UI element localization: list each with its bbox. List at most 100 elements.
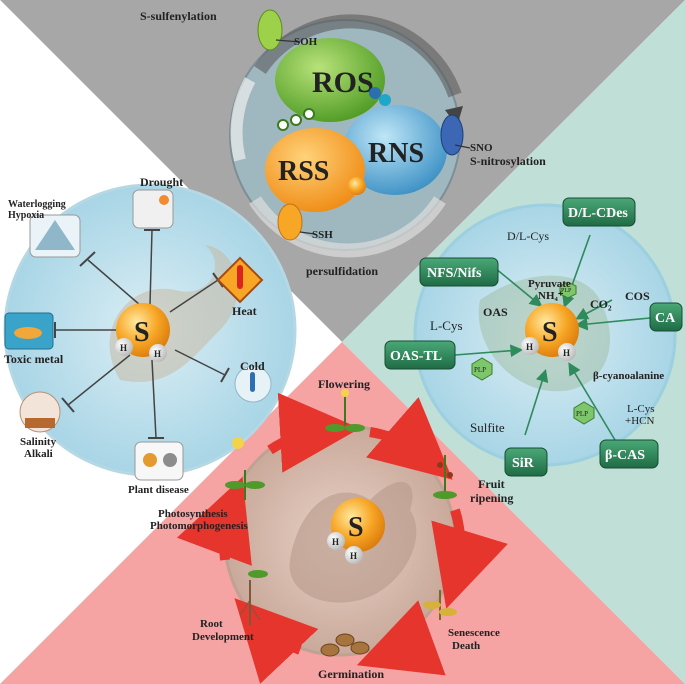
seeds-icon — [320, 633, 370, 657]
development-panel: Flowering Fruit ripening Photosynthesis … — [150, 377, 513, 684]
inhibit-bar — [61, 397, 75, 413]
inhibit-bar — [220, 367, 230, 383]
stress-panel: Drought Waterlogging Hypoxia Heat Toxic … — [3, 175, 297, 496]
rss-label: RSS — [278, 156, 329, 187]
heat-label: Heat — [232, 304, 257, 318]
senescence-plant-icon — [423, 590, 457, 620]
rns-molecule-icon — [379, 94, 391, 106]
leaf-icon — [143, 453, 157, 467]
ros-molecule-icon — [277, 119, 289, 131]
plant-disease-label: Plant disease — [128, 484, 189, 496]
inhibit-line-disease — [151, 359, 157, 439]
plp-cofactor-icon — [559, 281, 577, 299]
redox-panel: ROS RNS RSS S-sulfenylation SOH SNO S-ni… — [140, 9, 546, 278]
drought-label: Drought — [140, 175, 183, 189]
inhibit-line-waterlogging — [87, 259, 141, 306]
sno-label: SNO — [470, 142, 493, 154]
ca-label: CA — [655, 311, 676, 326]
senescence-label: Senescence — [448, 627, 500, 639]
h2s-hydrogen-sphere — [115, 338, 133, 356]
h2s-hydrogen-sphere — [521, 337, 539, 355]
arrow-cas — [568, 362, 616, 441]
root-label: Root — [200, 618, 223, 630]
plp-cofactor-icon — [573, 401, 595, 425]
h2s-hydrogen-sphere — [327, 532, 345, 550]
alkali-label: Alkali — [24, 448, 53, 460]
cold-label: Cold — [240, 359, 265, 373]
oas-tl-label: OAS-TL — [390, 349, 442, 364]
h2s-s-label: S — [348, 512, 364, 543]
arrow-oas-tl — [454, 344, 524, 358]
rns-sphere — [343, 105, 447, 195]
plp-label: PLP — [474, 366, 486, 374]
inhibit-line-drought — [149, 229, 153, 306]
cycle-arrow-1 — [267, 392, 360, 473]
h2s-s-label: S — [542, 317, 558, 348]
s-sulfenylation-label: S-sulfenylation — [140, 9, 217, 23]
inhibit-line-salinity — [67, 354, 131, 406]
cycle-arrow-3 — [431, 508, 508, 609]
cos-label: COS — [625, 289, 650, 303]
arrow-sir — [524, 368, 549, 436]
rns-molecule-icon — [369, 87, 381, 99]
beta-cas-box — [599, 439, 659, 469]
oas-tl-box — [384, 340, 456, 370]
sun-icon — [159, 195, 169, 205]
flowering-plant-icon — [325, 389, 365, 432]
seedling-icon — [225, 437, 265, 500]
ripening-label: ripening — [470, 491, 513, 505]
cycle-arrow-5 — [234, 598, 319, 684]
rns-label: RNS — [368, 138, 424, 169]
cycle-arrow-2 — [366, 397, 453, 480]
cold-thermometer-icon — [250, 372, 255, 392]
nitrosylation-bulb-icon — [440, 114, 464, 156]
dl-cdes-box — [562, 197, 636, 227]
death-label: Death — [452, 640, 480, 652]
arrow-cos — [575, 299, 613, 320]
h2s-h-label: H — [120, 343, 127, 353]
pathogen-icon — [163, 453, 177, 467]
h2s-hydrogen-sphere — [345, 546, 363, 564]
persulfidation-bulb-icon — [277, 203, 303, 241]
inhibit-line-cold — [174, 349, 226, 376]
dl-cdes-label: D/L-CDes — [568, 206, 628, 221]
metabolism-panel: D/L-CDes NFS/Nifs CA OAS-TL SiR β-CAS PL… — [384, 197, 683, 477]
plp-label: PLP — [576, 410, 588, 418]
mountain-icon — [35, 220, 75, 250]
salinity-label: Salinity — [20, 436, 57, 448]
flowering-label: Flowering — [318, 377, 370, 391]
photosynthesis-label: Photosynthesis — [158, 508, 228, 520]
cycle-arrow-6 — [176, 476, 252, 566]
pyruvate-label: Pyruvate — [528, 278, 571, 290]
ros-sphere — [275, 38, 385, 122]
photomorphogenesis-label: Photomorphogenesis — [150, 520, 249, 532]
toxic-metal-label: Toxic metal — [4, 352, 64, 366]
plp-cofactor-icon — [471, 357, 493, 381]
beta-cas-label: β-CAS — [605, 448, 645, 463]
beta-cyanoalanine-label: β-cyanoalanine — [593, 370, 664, 382]
ros-label: ROS — [312, 66, 374, 99]
germination-label: Germination — [318, 667, 384, 681]
sulfite-label: Sulfite — [470, 420, 505, 435]
ssh-bond — [299, 231, 316, 235]
fruit-label: Fruit — [478, 477, 505, 491]
soh-bond — [275, 39, 301, 43]
s-nitrosylation-label: S-nitrosylation — [470, 154, 546, 168]
h2s-hydrogen-sphere — [558, 343, 576, 361]
h2s-s-label: S — [134, 317, 150, 348]
waterlogging-label: Waterlogging — [8, 199, 66, 210]
persulfidation-label: persulfidation — [306, 264, 378, 278]
l-cys-label: L-Cys — [430, 318, 463, 333]
rss-sphere — [265, 128, 365, 212]
ssh-label: SSH — [312, 229, 333, 241]
root-icon — [239, 570, 268, 625]
nfs-nifs-box — [419, 257, 499, 287]
nfs-nifs-label: NFS/Nifs — [427, 266, 482, 281]
arrow-ca — [574, 317, 651, 331]
ros-molecule-icon — [303, 108, 315, 120]
arrow-nfs — [494, 267, 543, 308]
plp-label: PLP — [561, 288, 572, 294]
oas-label: OAS — [483, 305, 508, 319]
